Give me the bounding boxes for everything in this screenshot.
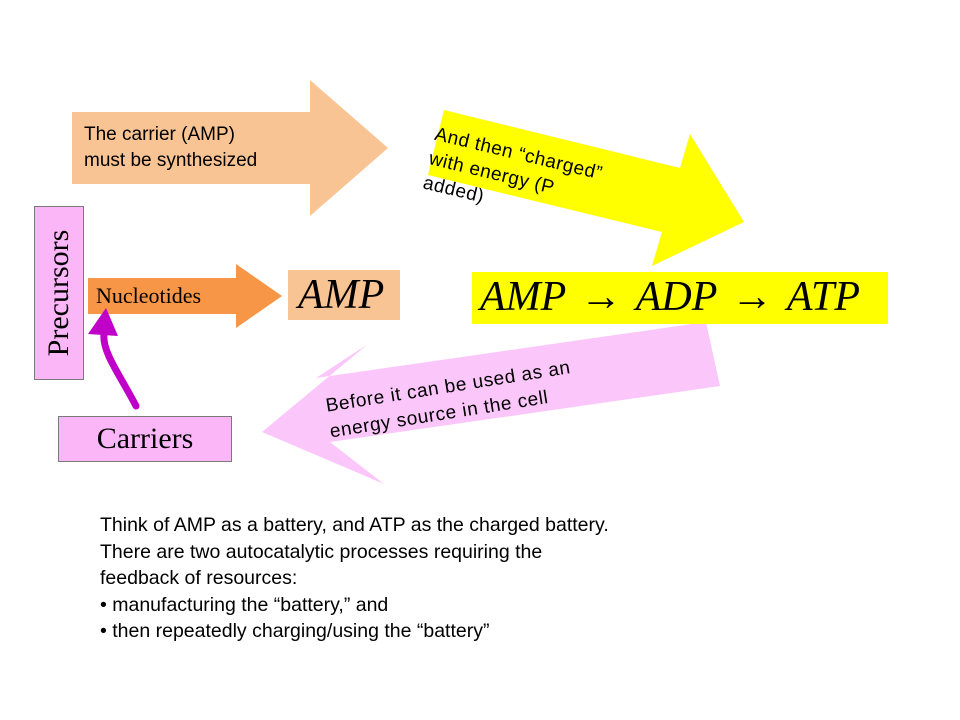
- sequence-label: AMP → ADP → ATP: [480, 274, 861, 320]
- explanation-line3: feedback of resources:: [100, 567, 298, 589]
- feedback-arrowhead: [88, 308, 118, 336]
- nucleotides-arrow: [88, 264, 282, 328]
- explanation-line2: There are two autocatalytic processes re…: [100, 540, 543, 563]
- carriers-label: Carriers: [96, 422, 194, 455]
- feedback-curved-arrow: [100, 330, 140, 410]
- explanation-text: Think of AMP as a battery, and ATP as th…: [100, 512, 609, 645]
- synthesis-arrow: [72, 80, 388, 216]
- precursors-box: [34, 206, 84, 380]
- synthesis-label-line2: must be synthesized: [84, 150, 258, 171]
- synthesis-label: The carrier (AMP) must be synthesized: [84, 122, 257, 174]
- amp-label: AMP: [298, 272, 385, 318]
- explanation-bullet2: • then repeatedly charging/using the “ba…: [100, 620, 490, 642]
- carriers-box: [58, 416, 232, 462]
- charging-arrow: [428, 110, 744, 266]
- explanation-bullet1: • manufacturing the “battery,” and: [100, 593, 389, 616]
- sequence-box: [472, 272, 888, 324]
- nucleotides-label: Nucleotides: [96, 283, 202, 308]
- amp-box: [288, 270, 400, 320]
- usage-arrow: [262, 322, 720, 484]
- synthesis-label-line1: The carrier (AMP): [84, 124, 235, 145]
- explanation-line1: Think of AMP as a battery, and ATP as th…: [100, 514, 609, 536]
- precursors-label: Precursors: [42, 229, 75, 357]
